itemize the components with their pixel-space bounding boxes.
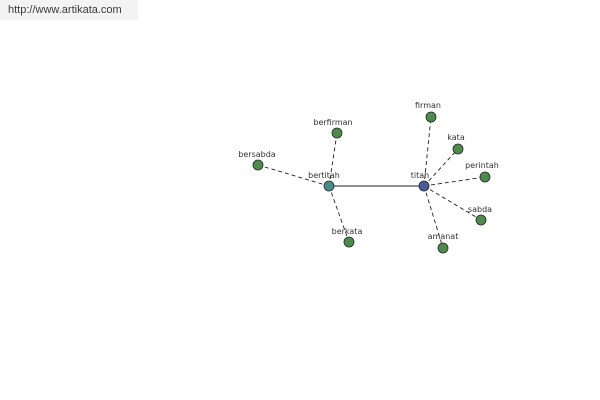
node-label-sabda: sabda xyxy=(468,205,492,214)
edge-berititah-berkata xyxy=(328,185,350,243)
node-berfirman[interactable] xyxy=(331,127,343,139)
node-perintah[interactable] xyxy=(479,171,491,183)
edge-berititah-bersabda xyxy=(257,164,330,187)
node-label-bersabda: bersabda xyxy=(238,150,276,159)
node-label-perintah: perintah xyxy=(465,161,499,170)
node-titah[interactable] xyxy=(418,180,430,192)
node-amanat[interactable] xyxy=(437,242,449,254)
node-sabda[interactable] xyxy=(475,214,487,226)
node-label-amanat: amanat xyxy=(428,232,459,241)
edge-titah-perintah xyxy=(423,176,486,187)
node-label-kata: kata xyxy=(447,133,465,142)
node-label-firman: firman xyxy=(415,101,441,110)
edge-titah-kata xyxy=(423,148,459,187)
node-berkata[interactable] xyxy=(343,236,355,248)
edge-titah-amanat xyxy=(423,185,444,249)
labels-layer: titah bertitah berfirman bersabda berkata fir… xyxy=(238,101,499,241)
node-bersabda[interactable] xyxy=(252,159,264,171)
node-label-titah: titah xyxy=(411,171,429,180)
node-label-berkata: berkata xyxy=(332,227,363,236)
edge-berititah-berfirman xyxy=(328,132,338,187)
node-label-berititah: bertitah xyxy=(308,171,340,180)
nodes-layer xyxy=(252,111,491,254)
node-berititah[interactable] xyxy=(323,180,335,192)
node-kata[interactable] xyxy=(452,143,464,155)
node-label-berfirman: berfirman xyxy=(313,118,352,127)
source-url-link[interactable]: http://www.artikata.com xyxy=(0,0,138,20)
edges-layer xyxy=(257,116,486,249)
node-firman[interactable] xyxy=(425,111,437,123)
edge-titah-firman xyxy=(423,116,432,187)
